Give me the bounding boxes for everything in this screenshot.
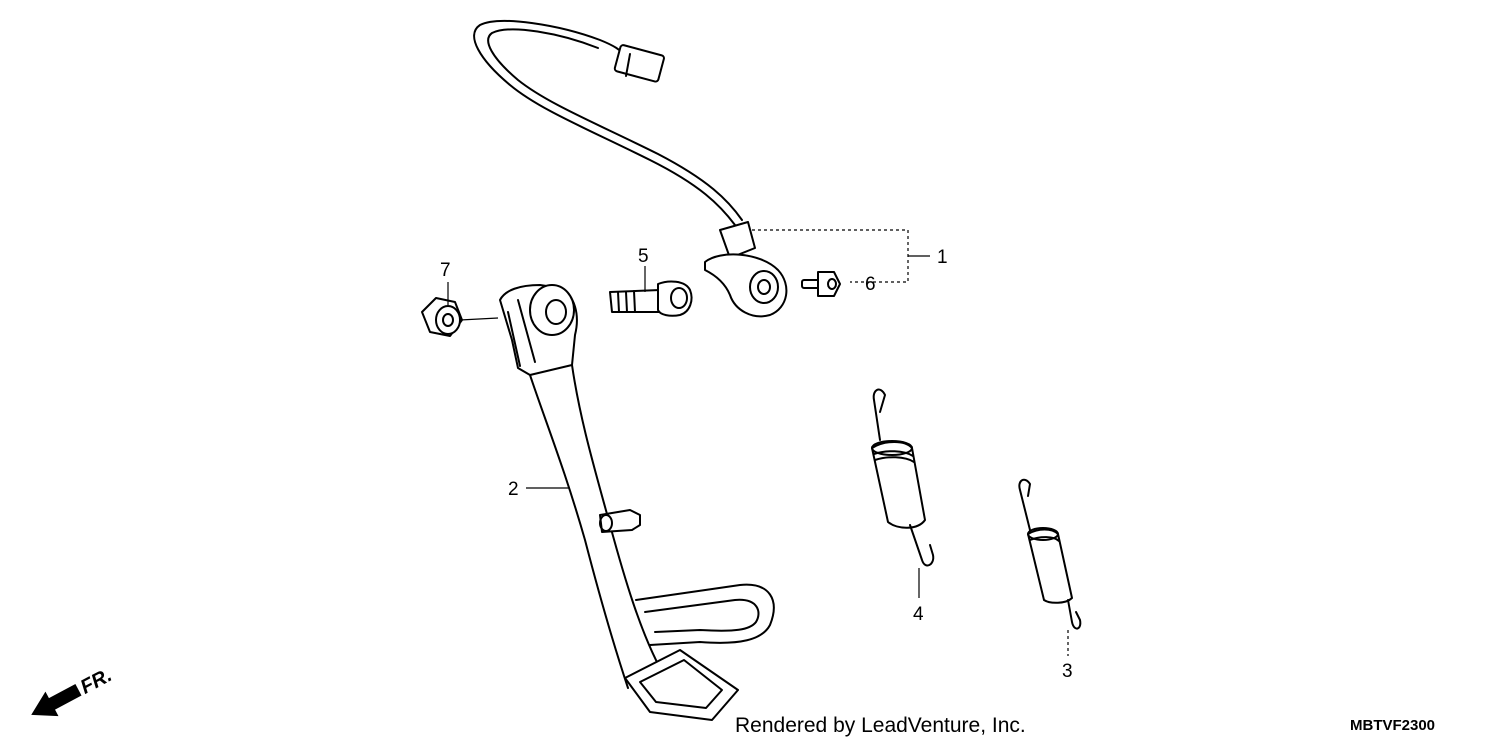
- callout-5[interactable]: 5: [638, 246, 649, 267]
- side-stand-switch[interactable]: [473, 20, 788, 318]
- flange-nut[interactable]: [421, 297, 463, 337]
- leader-lines: [447, 229, 1069, 656]
- callout-7[interactable]: 7: [440, 260, 451, 281]
- spring-small[interactable]: [1018, 478, 1082, 630]
- callout-6[interactable]: 6: [865, 274, 876, 295]
- side-stand[interactable]: [499, 284, 775, 721]
- pivot-bolt[interactable]: [609, 280, 693, 317]
- callout-2[interactable]: 2: [508, 479, 519, 500]
- render-credit: Rendered by LeadVenture, Inc.: [735, 714, 1026, 737]
- front-direction-arrow-icon: FR.: [31, 664, 116, 717]
- spring-large[interactable]: [871, 388, 935, 567]
- diagram-code: MBTVF2300: [1350, 717, 1435, 734]
- callout-1[interactable]: 1: [937, 247, 948, 268]
- callout-4[interactable]: 4: [913, 604, 924, 625]
- switch-bolt[interactable]: [801, 271, 841, 297]
- callout-3[interactable]: 3: [1062, 661, 1073, 682]
- front-direction-label: FR.: [77, 664, 116, 699]
